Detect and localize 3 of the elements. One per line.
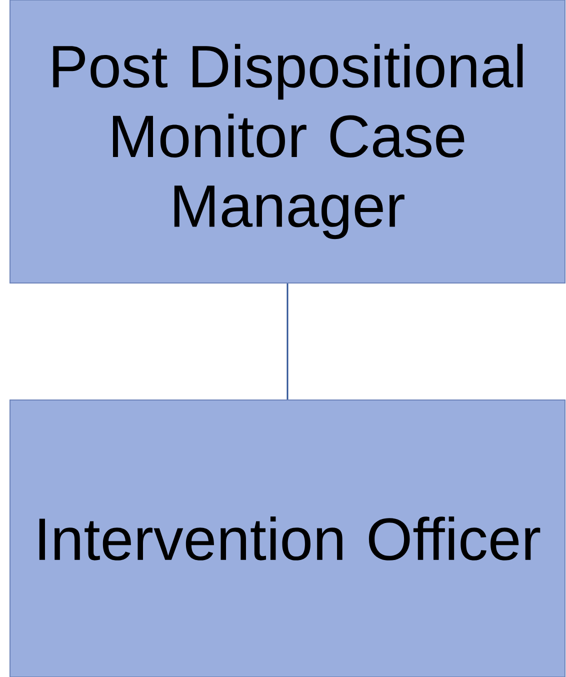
role-box: Post Dispositional Monitor Case Manager (10, 0, 566, 284)
connector-line (286, 284, 288, 400)
role-box: Intervention Officer (10, 400, 566, 677)
